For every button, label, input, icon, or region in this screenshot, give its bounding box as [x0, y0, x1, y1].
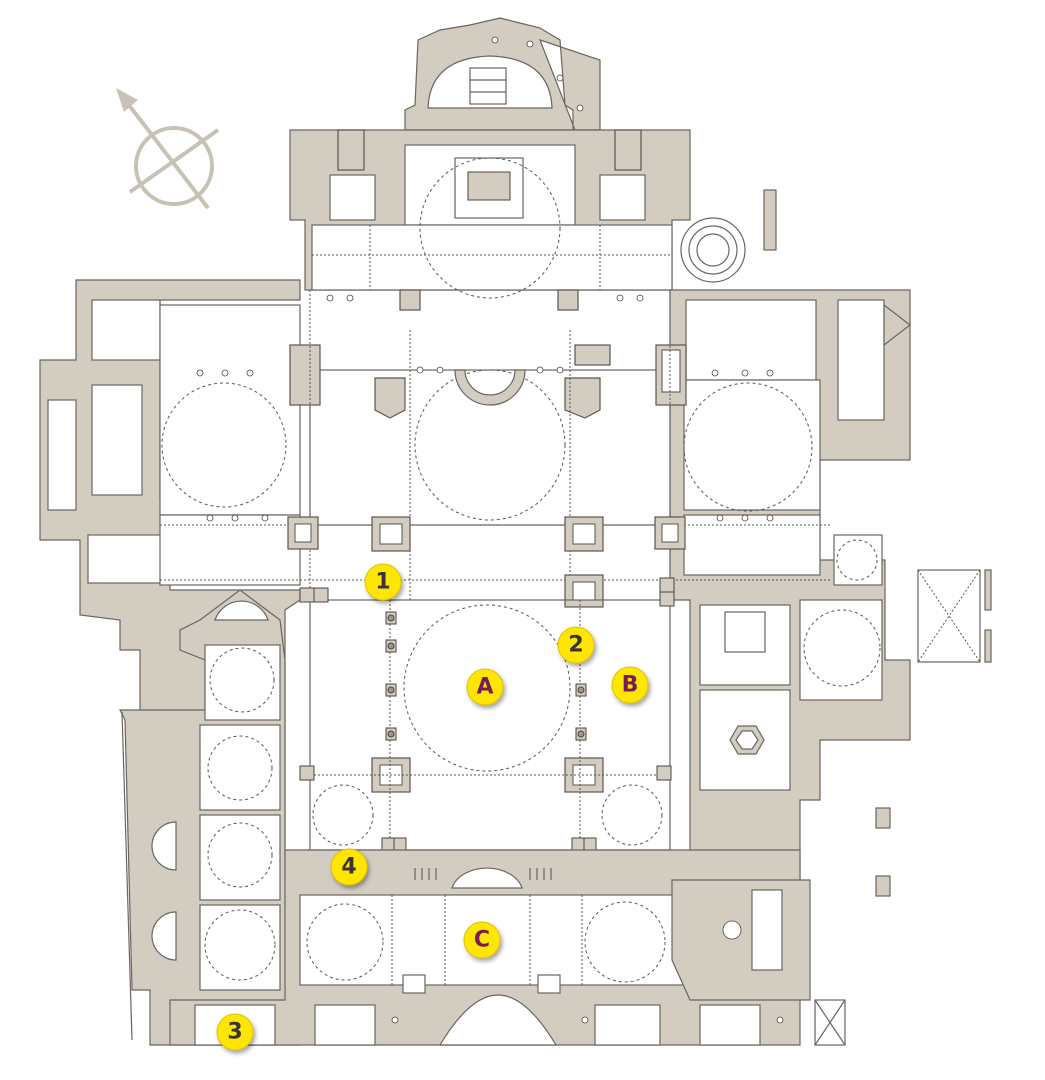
east-porch: [875, 569, 992, 897]
marker-1-label: 1: [375, 570, 390, 595]
apse: [404, 17, 601, 131]
marker-c-label: C: [474, 928, 490, 953]
marker-3-label: 3: [227, 1020, 242, 1045]
north-arrow-compass-icon: [116, 88, 220, 210]
east-wing: [669, 289, 911, 881]
marker-c[interactable]: C: [463, 921, 501, 959]
naos: [309, 599, 671, 851]
south-east-block: [671, 879, 846, 1046]
marker-1[interactable]: 1: [364, 563, 402, 601]
upper-bays: [160, 290, 830, 600]
marker-a[interactable]: A: [466, 668, 504, 706]
main-piers: [287, 516, 686, 793]
marker-4[interactable]: 4: [330, 848, 368, 886]
round-annex: [680, 189, 777, 283]
marker-2-label: 2: [568, 633, 583, 658]
nave-columns: [299, 577, 675, 851]
sanctuary-block: [289, 129, 691, 311]
marker-a-label: A: [476, 675, 493, 700]
marker-2[interactable]: 2: [557, 626, 595, 664]
south-west-chapels: [119, 589, 301, 1046]
marker-4-label: 4: [341, 855, 356, 880]
marker-3[interactable]: 3: [216, 1013, 254, 1051]
marker-b-label: B: [622, 673, 639, 698]
marker-b[interactable]: B: [611, 666, 649, 704]
